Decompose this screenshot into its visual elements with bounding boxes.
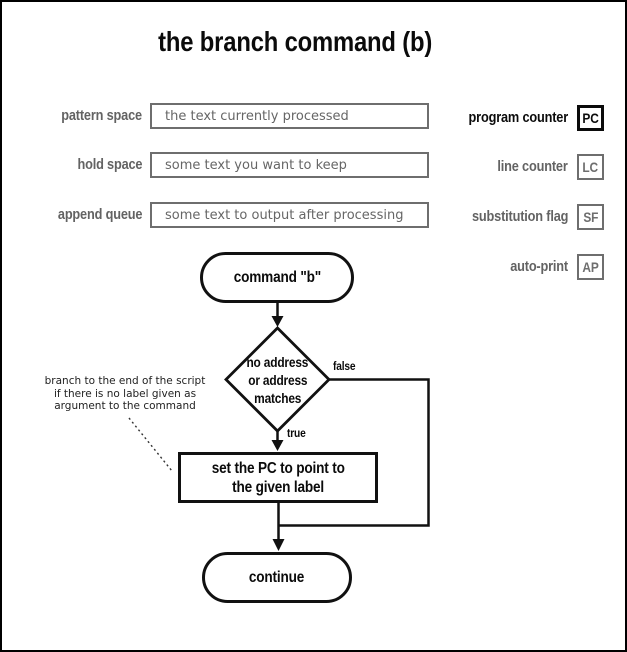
substitution-flag-label: substitution flag (471, 208, 568, 225)
hold-space-box: some text you want to keep (150, 152, 429, 178)
line-counter-label: line counter (497, 158, 568, 175)
false-edge-label: false (333, 359, 356, 373)
substitution-flag-box: SF (577, 204, 604, 230)
auto-print-box: AP (577, 254, 604, 280)
hold-space-value: some text you want to keep (165, 157, 347, 173)
action-to-end-arrowhead (272, 539, 285, 551)
pattern-space-label: pattern space (61, 107, 142, 124)
page-title: the branch command (b) (2, 26, 588, 62)
append-queue-label: append queue (57, 206, 143, 223)
append-queue-box: some text to output after processing (150, 202, 429, 228)
end-node: continue (202, 552, 352, 603)
page-title-text: the branch command (b) (158, 26, 432, 57)
true-branch-arrowhead (271, 440, 284, 451)
line-counter-box: LC (577, 154, 604, 180)
auto-print-label: auto-print (510, 258, 568, 275)
program-counter-box: PC (577, 105, 604, 131)
annotation-pointer-line (128, 417, 173, 472)
append-queue-value: some text to output after processing (165, 207, 404, 223)
end-node-label: continue (249, 568, 305, 586)
action-node: set the PC to point to the given label (178, 452, 378, 503)
start-node: command "b" (200, 252, 354, 303)
start-node-label: command "b" (233, 268, 321, 286)
annotation-note: branch to the end of the script if there… (44, 375, 206, 412)
pattern-space-box: the text currently processed (150, 103, 429, 129)
decision-node-text: no address or address matches (246, 354, 309, 406)
start-to-decision-arrowhead (271, 316, 284, 327)
pattern-space-value: the text currently processed (165, 108, 349, 124)
hold-space-label: hold space (77, 156, 142, 173)
program-counter-label: program counter (468, 109, 569, 126)
true-edge-label: true (287, 426, 306, 440)
